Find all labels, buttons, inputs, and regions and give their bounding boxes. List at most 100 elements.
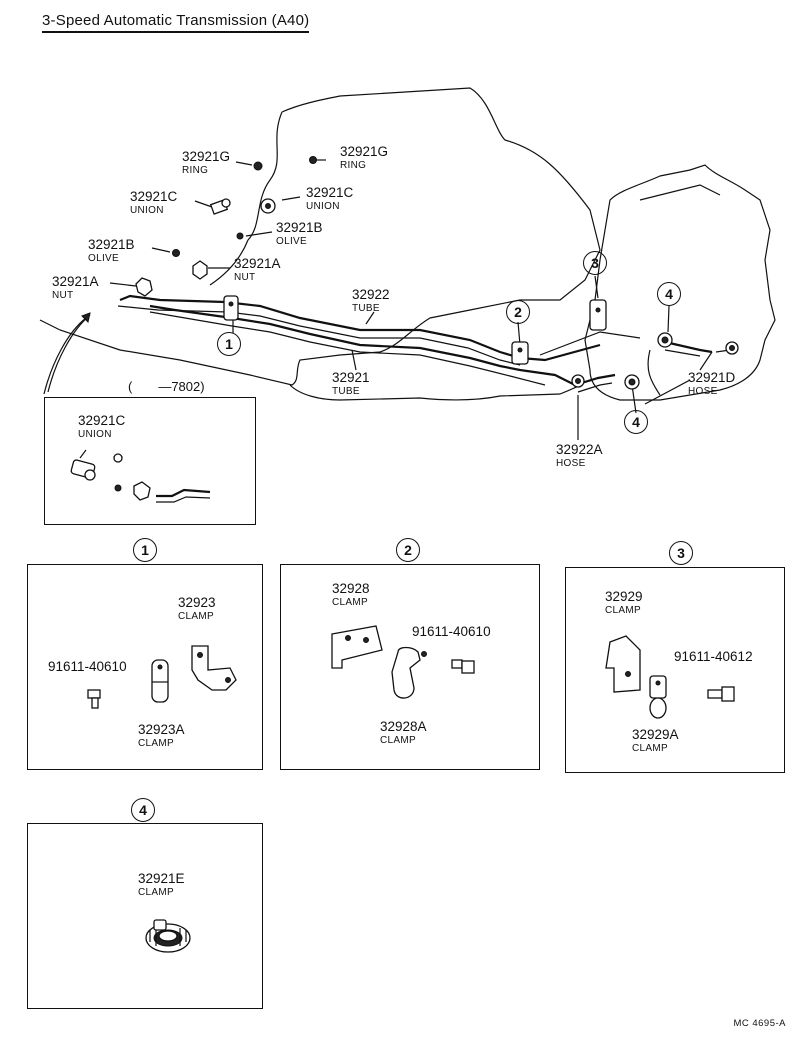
inset-olive <box>114 484 122 492</box>
inset-tube <box>156 488 211 498</box>
label-desc-tube-32922: TUBE <box>352 303 380 314</box>
inset-arrow <box>47 314 91 393</box>
tube-32921-b <box>149 311 546 386</box>
callout-3: 3 <box>583 251 607 275</box>
hose-32922A-b <box>577 382 613 393</box>
tube-branch-upper <box>539 331 641 356</box>
label-code-ring-right: 32921G <box>340 144 389 159</box>
tube-32922-b <box>117 305 521 366</box>
panel-3-number: 3 <box>669 541 693 565</box>
label-code-olive-right: 32921B <box>276 220 323 235</box>
inset-label-desc: UNION <box>78 429 112 440</box>
olive-part-2 <box>172 249 180 257</box>
label-desc-tube-32921: TUBE <box>332 386 360 397</box>
engine-base <box>289 384 581 401</box>
figure-code: MC 4695-A <box>733 1018 786 1029</box>
label-desc-hose-32922A: HOSE <box>556 458 586 469</box>
engine-outline <box>39 87 601 386</box>
label-desc-hose-32921D: HOSE <box>688 386 718 397</box>
panel2-bracket <box>331 625 383 669</box>
hose-clamp-lower <box>571 374 585 388</box>
panel1-desc-clamp-a: CLAMP <box>138 738 174 749</box>
label-desc-union-left: UNION <box>130 205 164 216</box>
label-desc-union-right: UNION <box>306 201 340 212</box>
detail-panel-1 <box>27 564 263 770</box>
panel2-code-clamp-a: 32928A <box>380 719 427 734</box>
panel1-code-bolt: 91611-40610 <box>48 659 127 674</box>
panel2-code-bolt: 91611-40610 <box>412 624 491 639</box>
nut-part-2 <box>135 277 153 297</box>
panel4-hose-clamp <box>145 919 191 953</box>
label-desc-olive-left: OLIVE <box>88 253 119 264</box>
label-desc-ring-right: RING <box>340 160 367 171</box>
label-desc-nut-right: NUT <box>234 272 256 283</box>
union-part <box>209 198 231 215</box>
engine-outline-inner <box>209 111 283 286</box>
main-clamp-4b <box>624 374 640 390</box>
panel2-bolt <box>451 659 475 674</box>
panel3-bolt <box>707 686 735 702</box>
callout-4-upper: 4 <box>657 282 681 306</box>
panel3-code-bolt: 91611-40612 <box>674 649 753 664</box>
panel2-clamp <box>391 646 427 699</box>
hose-32921D-b <box>664 349 701 357</box>
panel3-bracket <box>605 635 641 693</box>
ring-part-2 <box>309 156 317 164</box>
label-code-nut-right: 32921A <box>234 256 281 271</box>
detail-panel-4 <box>27 823 263 1009</box>
hose-32921D <box>664 340 713 354</box>
panel-2-number: 2 <box>396 538 420 562</box>
inset-date-range: ( —7802) <box>128 379 205 394</box>
inset-ring <box>113 453 123 463</box>
main-clamp-1 <box>223 295 239 321</box>
label-code-union-right: 32921C <box>306 185 354 200</box>
olive-part <box>236 232 244 240</box>
panel2-code-clamp: 32928 <box>332 581 370 596</box>
callout-1: 1 <box>217 332 241 356</box>
label-code-hose-32922A: 32922A <box>556 442 603 457</box>
page-title: 3-Speed Automatic Transmission (A40) <box>42 12 310 33</box>
label-code-hose-32921D: 32921D <box>688 370 736 385</box>
label-code-olive-left: 32921B <box>88 237 135 252</box>
panel-4-number: 4 <box>131 798 155 822</box>
ring-part <box>253 161 263 171</box>
panel3-code-clamp-a: 32929A <box>632 727 679 742</box>
main-clamp-3 <box>589 299 607 331</box>
label-code-union-left: 32921C <box>130 189 178 204</box>
callout-2: 2 <box>506 300 530 324</box>
panel1-desc-clamp: CLAMP <box>178 611 214 622</box>
panel1-bolt <box>87 689 101 709</box>
transmission-outline <box>584 164 776 401</box>
label-desc-nut-left: NUT <box>52 290 74 301</box>
hose-clamp-end <box>725 341 739 355</box>
panel1-bracket <box>191 645 237 691</box>
panel3-clamp <box>649 675 667 719</box>
main-clamp-4a <box>657 332 673 348</box>
label-desc-olive-right: OLIVE <box>276 236 307 247</box>
panel2-desc-clamp: CLAMP <box>332 597 368 608</box>
label-desc-ring-left: RING <box>182 165 209 176</box>
panel3-desc-clamp-a: CLAMP <box>632 743 668 754</box>
panel3-desc-clamp: CLAMP <box>605 605 641 616</box>
nut-part <box>192 260 208 280</box>
inset-nut <box>133 481 151 501</box>
union-part-2 <box>260 198 276 214</box>
label-code-ring-left: 32921G <box>182 149 231 164</box>
label-code-tube-32922: 32922 <box>352 287 390 302</box>
label-code-tube-32921: 32921 <box>332 370 370 385</box>
inset-union-part <box>70 449 96 481</box>
panel1-code-clamp-a: 32923A <box>138 722 185 737</box>
panel1-clamp <box>151 659 169 703</box>
panel-1-number: 1 <box>133 538 157 562</box>
callout-4-lower: 4 <box>624 410 648 434</box>
detail-panel-3 <box>565 567 785 773</box>
panel1-code-clamp: 32923 <box>178 595 216 610</box>
panel2-desc-clamp-a: CLAMP <box>380 735 416 746</box>
tube-32921 <box>149 304 576 386</box>
inset-box <box>44 397 256 525</box>
inset-label-code: 32921C <box>78 413 126 428</box>
label-code-nut-left: 32921A <box>52 274 99 289</box>
transmission-inner <box>639 184 721 396</box>
panel3-code-clamp: 32929 <box>605 589 643 604</box>
